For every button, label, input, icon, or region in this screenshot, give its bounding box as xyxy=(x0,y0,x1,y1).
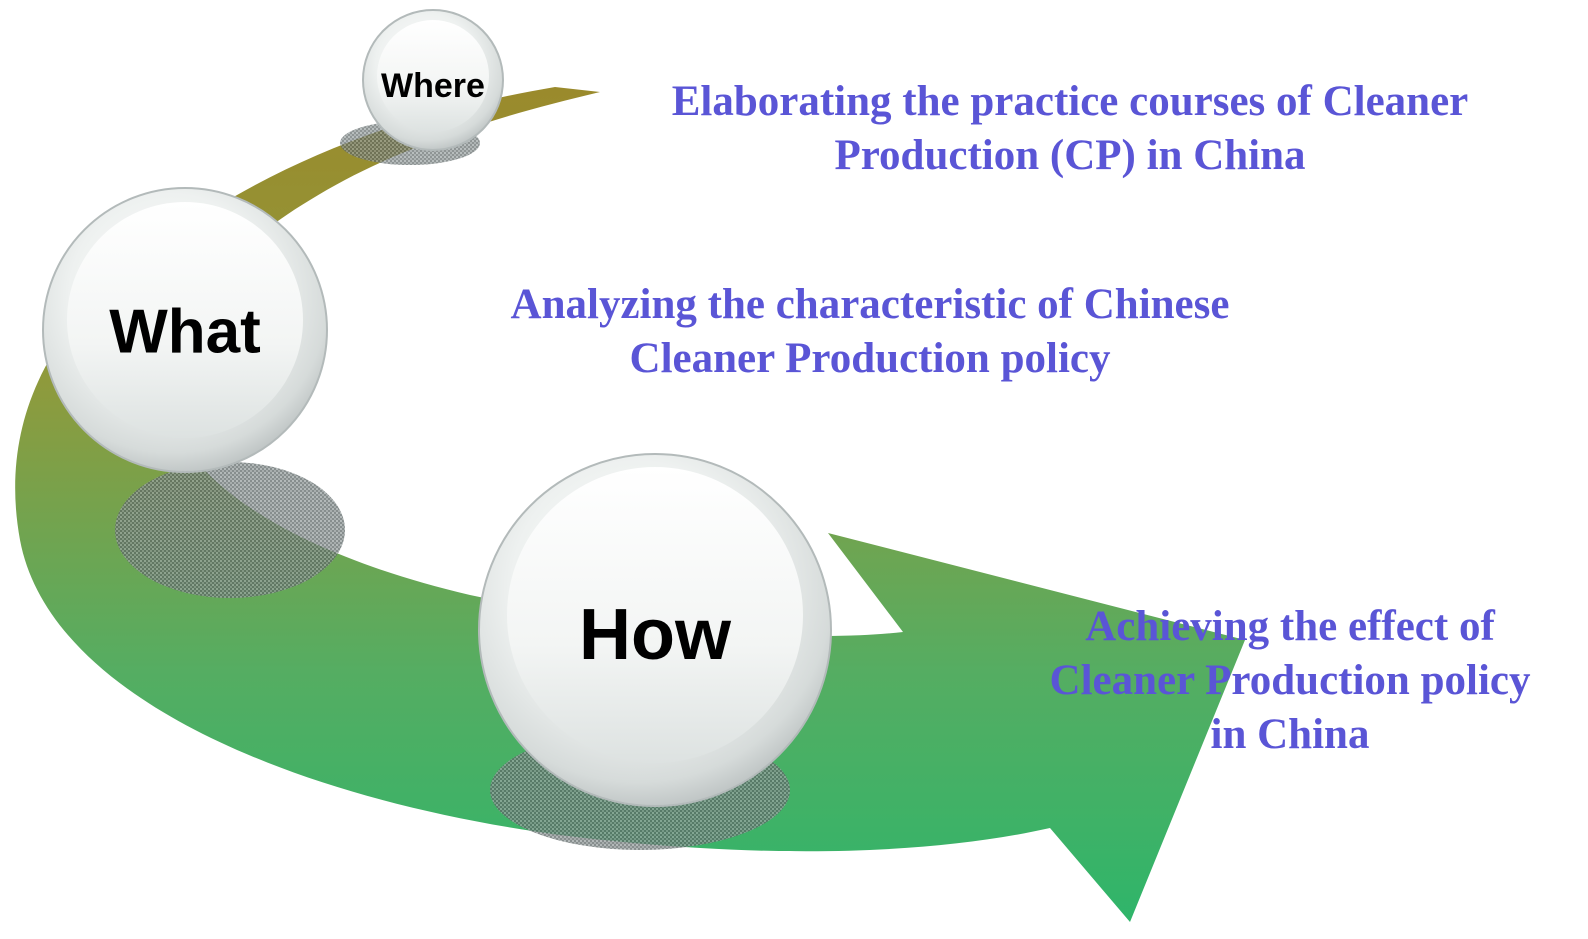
how-caption-line-3: in China xyxy=(1210,710,1370,758)
what-caption-line-1: Analyzing the characteristic of Chinese xyxy=(510,281,1230,328)
where-label: Where xyxy=(381,67,485,105)
where-caption: Elaborating the practice courses of Clea… xyxy=(610,75,1530,183)
curved-arrow xyxy=(15,87,1245,922)
where-caption-line-2: Production (CP) in China xyxy=(834,131,1306,179)
where-node: Where xyxy=(362,9,504,151)
shadow-what xyxy=(115,462,345,598)
what-caption: Analyzing the characteristic of Chinese … xyxy=(440,278,1300,386)
what-caption-line-2: Cleaner Production policy xyxy=(629,334,1111,382)
how-label: How xyxy=(579,595,732,675)
what-label: What xyxy=(109,297,261,366)
what-node: What xyxy=(42,187,328,473)
how-caption-line-1: Achieving the effect of xyxy=(1085,603,1495,650)
how-node: How xyxy=(478,453,832,807)
how-caption: Achieving the effect of Cleaner Producti… xyxy=(1010,600,1570,761)
where-caption-line-1: Elaborating the practice courses of Clea… xyxy=(671,78,1469,125)
how-caption-line-2: Cleaner Production policy xyxy=(1049,656,1531,704)
